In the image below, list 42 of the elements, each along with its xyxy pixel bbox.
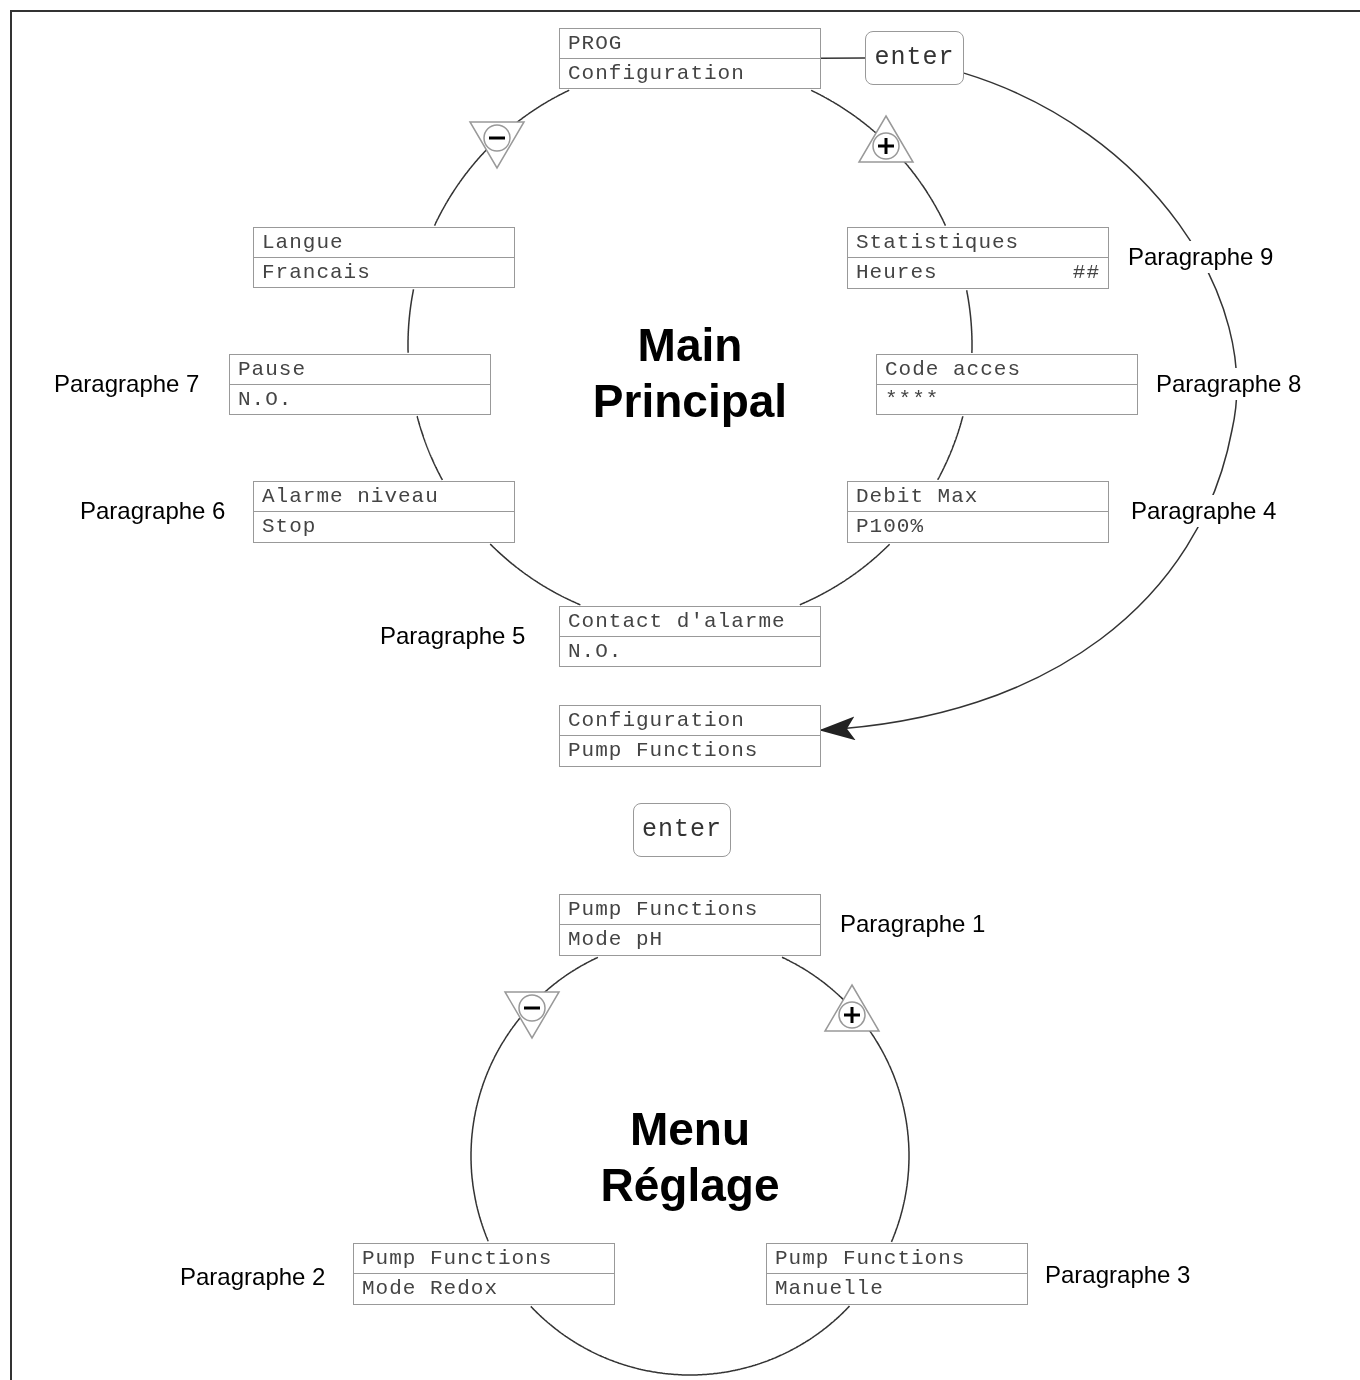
display-text: Pause xyxy=(230,355,490,385)
display-text: PROG xyxy=(560,29,820,59)
connector-line xyxy=(530,1305,851,1376)
menu-title: Menu Réglage xyxy=(599,1102,781,1213)
connector-line xyxy=(965,289,973,354)
display-text: Configuration xyxy=(560,706,820,736)
display-text: Francais xyxy=(261,260,372,286)
display-text: ## xyxy=(1071,260,1101,286)
display-text: Statistiques xyxy=(848,228,1108,258)
display-text: P100% xyxy=(855,514,925,540)
connector-line xyxy=(936,415,964,481)
display-text: Pump Functions xyxy=(560,895,820,925)
display-text: **** xyxy=(884,387,941,413)
lcd-display xyxy=(559,705,821,767)
display-text: Pump Functions xyxy=(354,1244,614,1274)
display-text: N.O. xyxy=(567,639,624,665)
display-text: N.O. xyxy=(237,387,294,413)
connector-line xyxy=(407,288,415,354)
display-text: Manuelle xyxy=(774,1276,885,1302)
connector-line xyxy=(820,57,866,59)
enter-key: enter xyxy=(865,31,964,85)
display-text: Mode Redox xyxy=(361,1276,500,1302)
display-text: Pump Functions xyxy=(767,1244,1027,1274)
connector-line xyxy=(470,956,599,1243)
connector-line xyxy=(799,543,891,606)
arrow xyxy=(819,72,1238,739)
display-text: Alarme niveau xyxy=(254,482,514,512)
connector-line xyxy=(489,543,582,606)
display-text: Code acces xyxy=(877,355,1137,385)
lcd-display xyxy=(253,227,515,288)
display-text: Mode pH xyxy=(567,927,665,953)
display-text: Contact d'alarme xyxy=(560,607,820,637)
display-text: Langue xyxy=(254,228,514,258)
lcd-display xyxy=(559,28,821,89)
display-text: Stop xyxy=(261,514,318,540)
enter-key: enter xyxy=(633,803,731,857)
display-text: Pump Functions xyxy=(567,738,760,764)
connector-line xyxy=(416,415,444,481)
menu-title: Main Principal xyxy=(591,318,789,429)
display-text: Debit Max xyxy=(848,482,1108,512)
display-text: Configuration xyxy=(567,61,746,87)
display-text: Heures xyxy=(855,260,939,286)
